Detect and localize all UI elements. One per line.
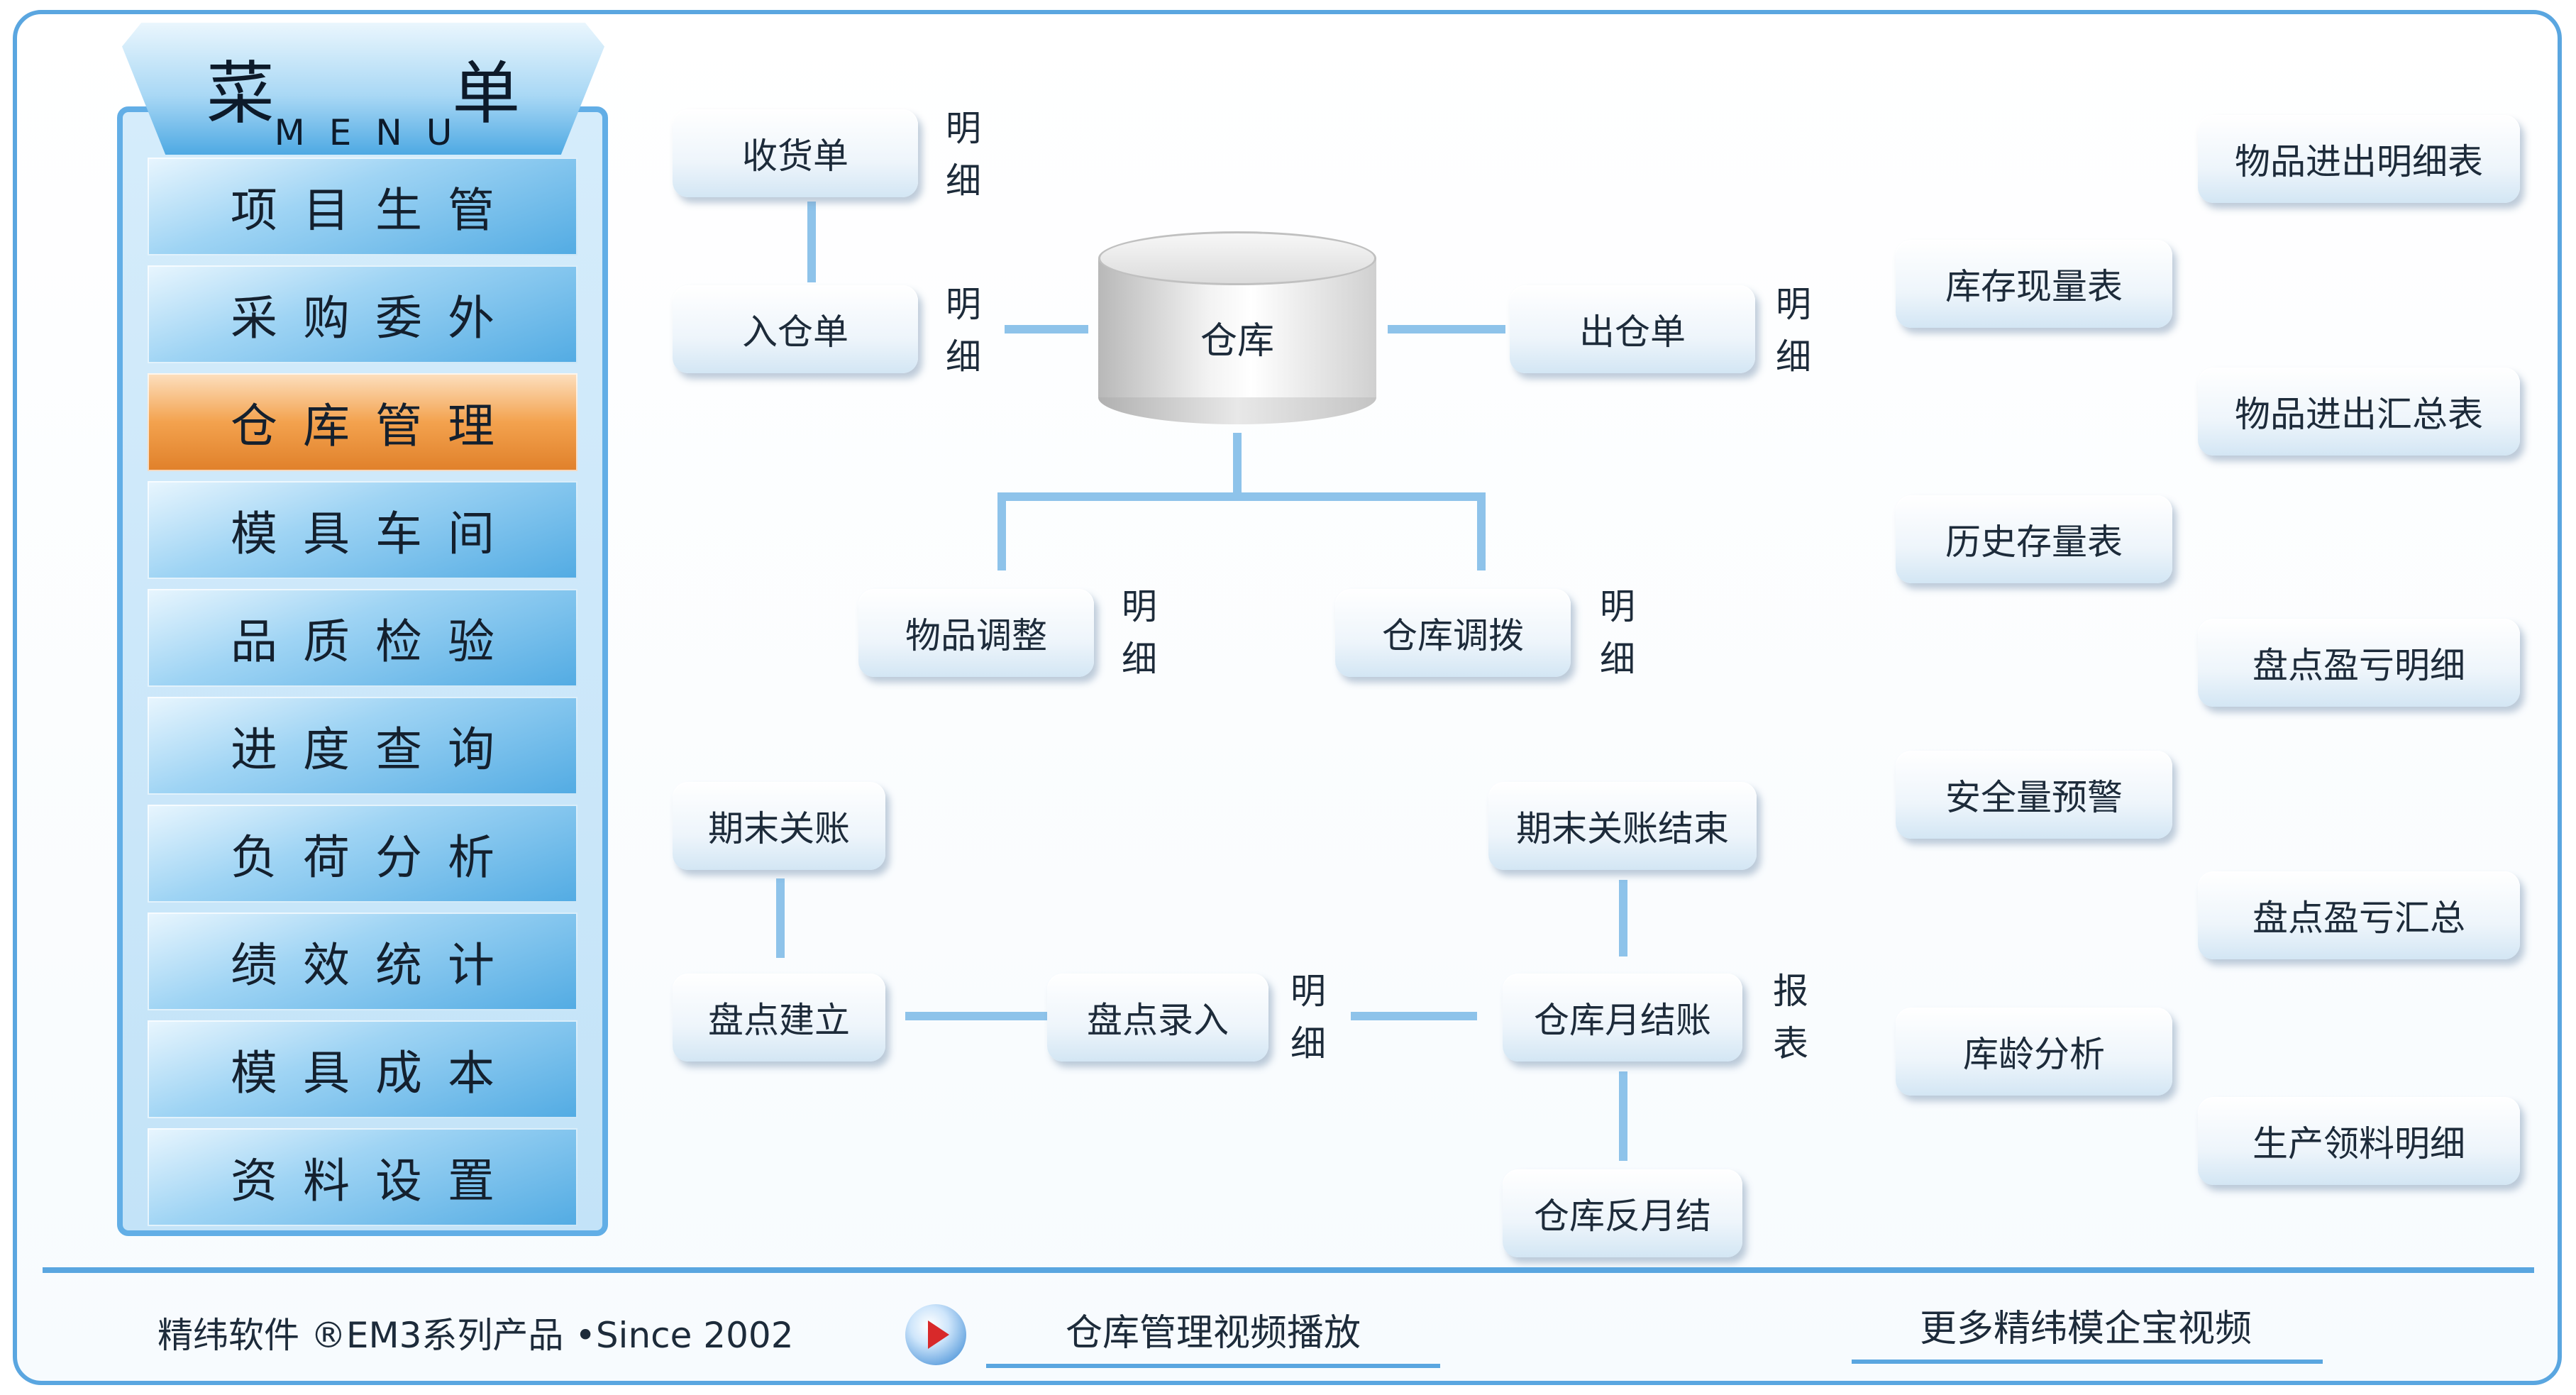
footer-brand: 精纬软件 ®EM3系列产品 •Since 2002 [157, 1315, 794, 1356]
month-reverse-button[interactable]: 仓库反月结 [1503, 1169, 1742, 1257]
menu-item-performance-stats[interactable]: 绩效统计 [148, 912, 577, 1010]
stock-current-report-button[interactable]: 库存现量表 [1896, 240, 2172, 328]
menu-item-mold-cost[interactable]: 模具成本 [148, 1020, 577, 1118]
connector-line [1619, 880, 1627, 956]
menu-list: 项目生管 采购委外 仓库管理 模具车间 品质检验 进度查询 负荷分析 绩效统计 … [148, 158, 577, 1236]
cylinder-top [1098, 231, 1376, 285]
menu-header: 菜 单 MENU [122, 23, 604, 155]
outbound-detail-label[interactable]: 明细 [1772, 278, 1815, 383]
safety-stock-alert-button[interactable]: 安全量预警 [1896, 751, 2172, 839]
connector-line [1477, 492, 1486, 570]
connector-line [1005, 325, 1088, 333]
detail-char-top: 明 [946, 108, 981, 149]
menu-subtitle: MENU [274, 112, 477, 153]
menu-item-project-production[interactable]: 项目生管 [148, 158, 577, 255]
detail-char-bottom: 细 [1290, 1023, 1326, 1064]
more-videos-link[interactable]: 更多精纬模企宝视频 [1919, 1308, 2252, 1350]
stocktake-entry-button[interactable]: 盘点录入 [1047, 974, 1268, 1062]
item-adjust-detail-label[interactable]: 明细 [1118, 580, 1161, 685]
detail-char-bottom: 细 [946, 160, 981, 202]
connector-line [1351, 1012, 1477, 1020]
menu-item-quality-inspection[interactable]: 品质检验 [148, 589, 577, 687]
item-io-detail-report-button[interactable]: 物品进出明细表 [2198, 115, 2520, 203]
warehouse-database-icon[interactable]: 仓库 [1098, 231, 1376, 424]
report-char-top: 报 [1773, 971, 1808, 1012]
detail-char-bottom: 细 [946, 336, 981, 377]
month-close-report-label[interactable]: 报表 [1769, 965, 1812, 1070]
inbound-detail-label[interactable]: 明细 [942, 278, 985, 383]
play-triangle [928, 1320, 949, 1349]
receipt-detail-label[interactable]: 明细 [942, 102, 985, 207]
detail-char-top: 明 [1776, 284, 1811, 325]
stocktake-diff-detail-button[interactable]: 盘点盈亏明细 [2198, 619, 2520, 707]
period-close-button[interactable]: 期末关账 [673, 782, 885, 870]
play-icon[interactable] [905, 1304, 966, 1365]
item-adjust-button[interactable]: 物品调整 [858, 589, 1094, 677]
menu-item-progress-query[interactable]: 进度查询 [148, 697, 577, 795]
stocktake-diff-summary-button[interactable]: 盘点盈亏汇总 [2198, 871, 2520, 959]
detail-char-top: 明 [1600, 586, 1635, 627]
stocktake-create-button[interactable]: 盘点建立 [673, 974, 885, 1062]
menu-item-mold-workshop[interactable]: 模具车间 [148, 481, 577, 579]
menu-item-data-settings[interactable]: 资料设置 [148, 1128, 577, 1226]
connector-line [776, 878, 785, 958]
inbound-button[interactable]: 入仓单 [673, 285, 918, 373]
warehouse-video-link[interactable]: 仓库管理视频播放 [1065, 1312, 1361, 1355]
menu-item-purchase-outsource[interactable]: 采购委外 [148, 265, 577, 363]
menu-title: 菜 单 [206, 54, 599, 133]
connector-line [1233, 433, 1242, 495]
month-close-button[interactable]: 仓库月结账 [1503, 974, 1742, 1062]
stocktake-entry-detail-label[interactable]: 明细 [1287, 965, 1330, 1070]
connector-line [905, 1012, 1047, 1020]
report-char-bottom: 表 [1773, 1023, 1808, 1064]
video-link-underline [986, 1364, 1440, 1368]
stock-history-report-button[interactable]: 历史存量表 [1896, 495, 2172, 583]
menu-item-load-analysis[interactable]: 负荷分析 [148, 805, 577, 903]
detail-char-top: 明 [1290, 971, 1326, 1012]
transfer-detail-label[interactable]: 明细 [1596, 580, 1639, 685]
connector-line [997, 492, 1006, 570]
detail-char-top: 明 [946, 284, 981, 325]
detail-char-bottom: 细 [1600, 639, 1635, 680]
warehouse-transfer-button[interactable]: 仓库调拨 [1335, 589, 1571, 677]
detail-char-top: 明 [1122, 586, 1157, 627]
detail-char-bottom: 细 [1122, 639, 1157, 680]
stock-age-analysis-button[interactable]: 库龄分析 [1896, 1008, 2172, 1096]
warehouse-label: 仓库 [1200, 320, 1274, 363]
more-videos-underline [1852, 1360, 2323, 1364]
connector-line [807, 202, 816, 282]
production-pick-detail-button[interactable]: 生产领料明细 [2198, 1097, 2520, 1185]
receipt-button[interactable]: 收货单 [673, 109, 918, 197]
detail-char-bottom: 细 [1776, 336, 1811, 377]
period-close-end-button[interactable]: 期末关账结束 [1488, 782, 1757, 870]
item-io-summary-report-button[interactable]: 物品进出汇总表 [2198, 368, 2520, 456]
menu-item-warehouse-management[interactable]: 仓库管理 [148, 373, 577, 471]
footer-divider [43, 1267, 2534, 1273]
connector-line [997, 492, 1486, 501]
outbound-button[interactable]: 出仓单 [1510, 285, 1755, 373]
connector-line [1619, 1071, 1627, 1161]
connector-line [1388, 325, 1505, 333]
